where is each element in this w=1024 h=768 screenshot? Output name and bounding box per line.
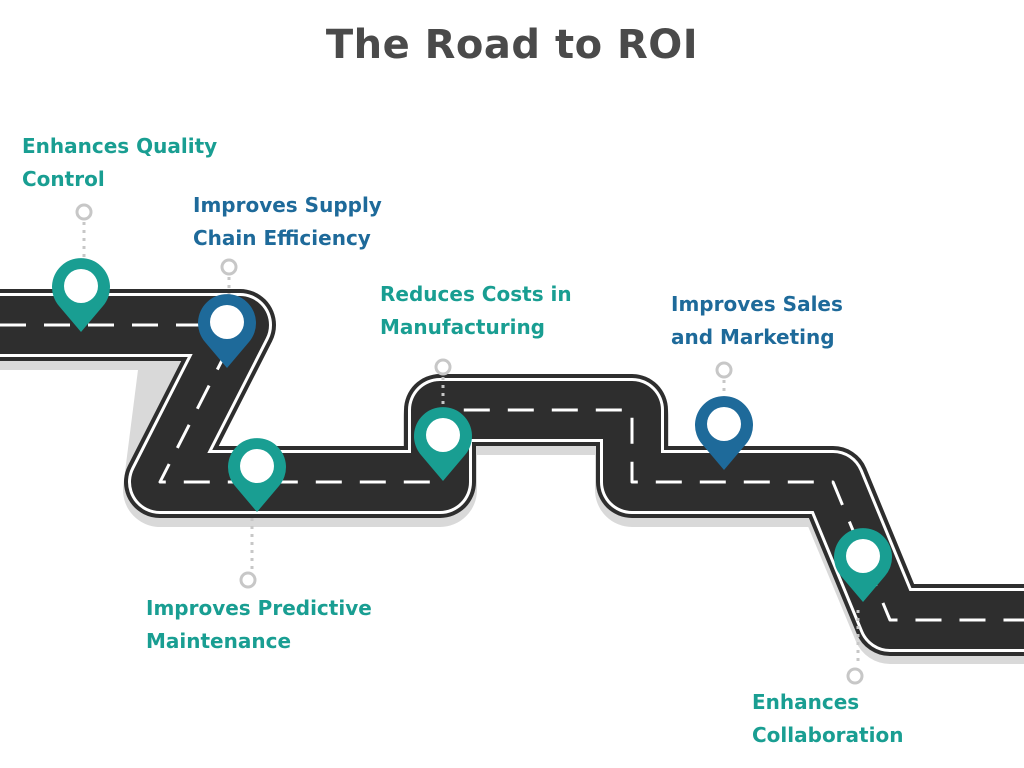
milestone-label-line: Improves Sales — [671, 292, 843, 316]
connector-dot — [715, 361, 733, 379]
milestone-label-predictive-maintenance: Improves Predictive Maintenance — [146, 592, 372, 658]
milestone-label-line: Manufacturing — [380, 315, 545, 339]
milestone-label-line: Control — [22, 167, 105, 191]
milestone-label-line: Reduces Costs in — [380, 282, 572, 306]
milestone-label-line: Enhances — [752, 690, 860, 714]
road-center-line — [0, 323, 1024, 622]
milestone-label-collaboration: Enhances Collaboration — [752, 686, 903, 752]
page-title: The Road to ROI — [325, 22, 699, 68]
connector-dot — [220, 258, 238, 276]
connector-dot — [846, 667, 864, 685]
milestone-label-reduces-costs: Reduces Costs in Manufacturing — [380, 278, 572, 344]
connector-dot — [434, 358, 452, 376]
milestone-label-supply-chain: Improves Supply Chain Efficiency — [193, 189, 382, 255]
milestone-label-line: Chain Efficiency — [193, 226, 371, 250]
milestone-label-line: Collaboration — [752, 723, 904, 747]
connector-dot — [75, 203, 93, 221]
milestone-label-line: Maintenance — [146, 629, 292, 653]
milestone-label-line: and Marketing — [671, 325, 835, 349]
milestone-label-line: Improves Supply — [193, 193, 382, 217]
connector-dot — [239, 571, 257, 589]
milestone-label-line: Improves Predictive — [146, 596, 372, 620]
milestone-label-quality-control: Enhances Quality Control — [22, 130, 217, 196]
milestone-label-sales-marketing: Improves Sales and Marketing — [671, 288, 843, 354]
milestone-label-line: Enhances Quality — [22, 134, 218, 158]
